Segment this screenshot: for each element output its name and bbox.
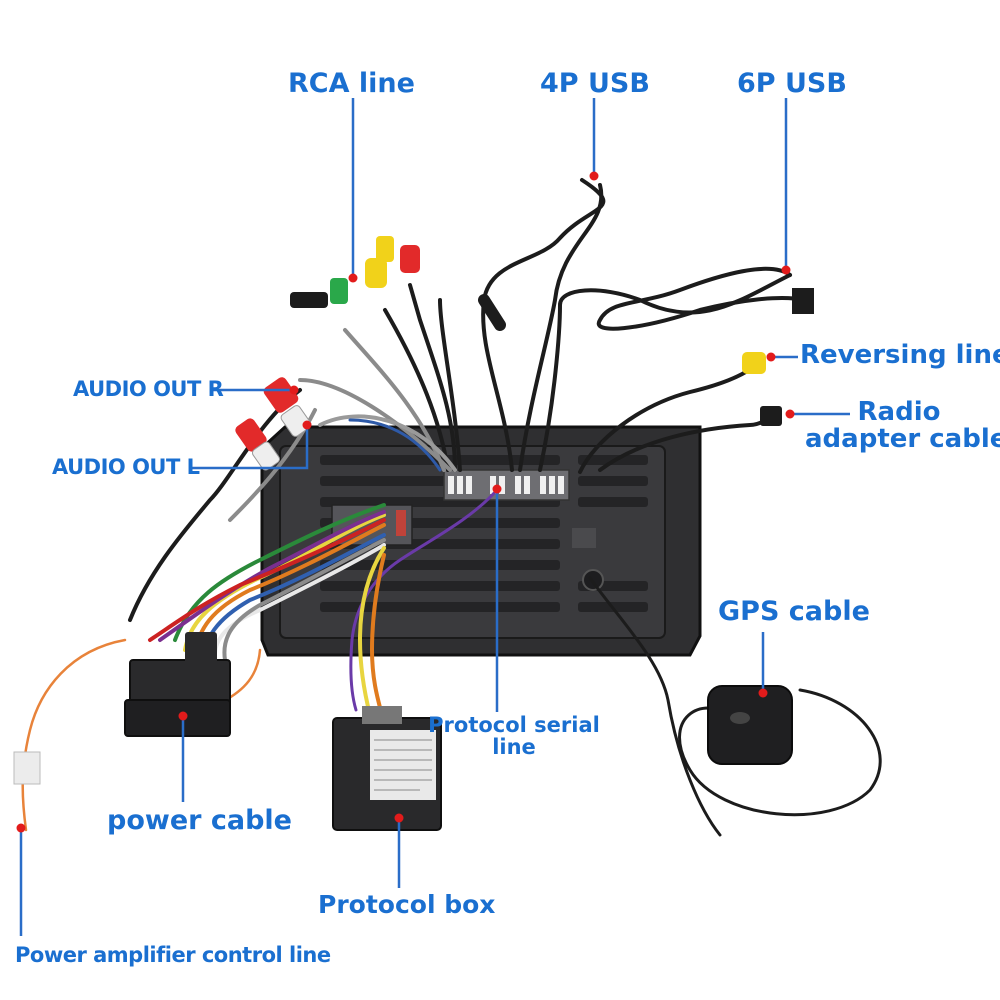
- protocol-serial-label-line1: Protocol serial: [428, 713, 600, 737]
- protocol-box-device: [332, 706, 442, 831]
- radio-adapter-plug: [760, 406, 782, 426]
- radio-adapter-label-line2: adapter cable: [805, 424, 1000, 455]
- protocol-box-label: Protocol box: [318, 890, 496, 919]
- marker-dots: [16, 171, 795, 833]
- amp-line-tag: [13, 751, 41, 785]
- gps-antenna: [707, 685, 793, 765]
- protocol-serial-label-line2: line: [492, 735, 536, 760]
- leader-lines: [19, 98, 850, 936]
- radio-adapter-label-line1: Radio: [857, 397, 941, 427]
- protocol-serial-label: Protocol serial line: [428, 714, 600, 758]
- usb-4p-label: 4P USB: [540, 68, 650, 99]
- gps-cable-label: GPS cable: [718, 596, 870, 627]
- reversing-line-label: Reversing line: [800, 340, 1000, 370]
- audio-out-plugs: [235, 377, 312, 471]
- power-connector: [124, 632, 231, 737]
- radio-adapter-label: Radio adapter cable: [805, 397, 1000, 455]
- reversing-plug: [742, 352, 766, 374]
- cables: [21, 178, 882, 837]
- rca-plugs: [290, 236, 420, 308]
- audio-out-l-label: AUDIO OUT L: [52, 455, 200, 479]
- usb-6p-label: 6P USB: [737, 68, 847, 99]
- rca-line-label: RCA line: [288, 68, 415, 99]
- power-cable-label: power cable: [107, 805, 292, 836]
- power-amplifier-control-label: Power amplifier control line: [15, 943, 331, 967]
- audio-out-r-label: AUDIO OUT R: [73, 377, 224, 401]
